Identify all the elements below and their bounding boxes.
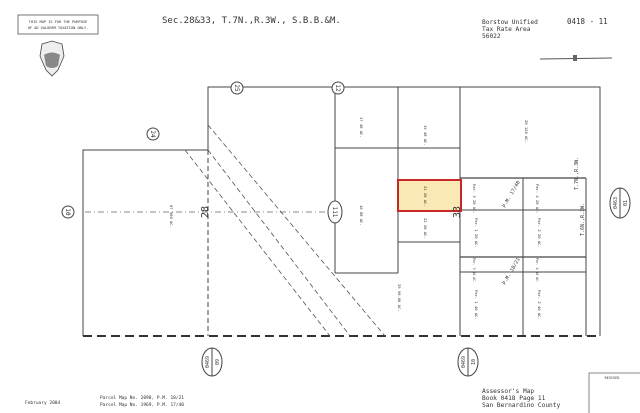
- circled-number: 24: [146, 127, 160, 141]
- section-number: 28: [200, 206, 211, 218]
- disclaimer-line2: OF AD VALOREM TAXATION ONLY.: [28, 26, 89, 30]
- road-easement-lines: [184, 124, 386, 337]
- district-line3: 56022: [482, 33, 501, 40]
- sub-parcel[interactable]: Par. 1 20 AC.: [474, 218, 479, 248]
- sub-parcel[interactable]: Par. 3 20 AC.: [472, 184, 477, 214]
- sub-parcel[interactable]: Par. 3 10 AC.: [472, 258, 476, 283]
- sub-parcel[interactable]: Par. 2 20 AC.: [537, 218, 542, 248]
- parcel-map-ref: P.M. 18/21: [502, 257, 522, 286]
- circled-number: 12: [331, 81, 345, 95]
- district-line2: Tax Rate Area: [482, 26, 531, 33]
- district-line1: Borstow Unified: [482, 19, 538, 26]
- svg-text:25: 25: [233, 84, 240, 92]
- adjacent-page-0469-10[interactable]: 0469 10: [457, 347, 479, 377]
- map-date: February 2004: [25, 400, 61, 406]
- township-label: T.7N.,R.3W.: [574, 157, 580, 190]
- parcel-20[interactable]: 20 120 AC.: [524, 120, 529, 143]
- svg-text:24: 24: [149, 130, 156, 138]
- sub-parcel[interactable]: Par. 4 20 AC.: [535, 184, 540, 214]
- svg-text:12: 12: [334, 84, 341, 92]
- adjacent-page-0463-01[interactable]: 0463 01: [609, 187, 631, 219]
- parcel-21[interactable]: 21 20 AC.: [423, 186, 428, 207]
- svg-text:0463: 0463: [613, 197, 619, 209]
- parcel-29[interactable]: 29 90.88 AC.: [397, 284, 402, 311]
- page-number: 0418 - 11: [567, 17, 608, 26]
- adjacent-page-0469-09[interactable]: 0469 09: [201, 347, 223, 377]
- disclaimer-box: [17, 14, 99, 35]
- assessor-line2: Book 0418 Page 11: [482, 395, 546, 402]
- assessor-line1: Assessor's Map: [482, 388, 534, 395]
- svg-text:0469: 0469: [461, 356, 467, 368]
- highlighted-parcel-21[interactable]: [397, 179, 462, 212]
- assessor-line3: San Bernardino County: [482, 402, 561, 409]
- svg-text:10: 10: [64, 208, 71, 216]
- section-number: 33: [452, 206, 463, 218]
- parcel-map-ref: P.M. 17/40: [502, 180, 522, 209]
- road-number-oval: 111: [327, 200, 343, 224]
- sub-parcel[interactable]: Par. 1 40 AC.: [474, 290, 479, 320]
- parcel-map-reference-1: Parcel Map No. 2098, P.M. 18/21: [100, 395, 184, 401]
- disclaimer-line1: THIS MAP IS FOR THE PURPOSE: [29, 20, 87, 24]
- parcel-map-reference-2: Parcel Map No. 1969, P.M. 17/40: [100, 402, 184, 408]
- svg-text:10: 10: [471, 359, 477, 365]
- parcel-07[interactable]: 07 560 AC.: [169, 205, 174, 228]
- svg-text:01: 01: [623, 200, 629, 206]
- township-label: T.6N.,R.3W.: [580, 203, 586, 236]
- circled-number: 25: [230, 81, 244, 95]
- circled-number: 10: [61, 205, 75, 219]
- parcel-boundaries: [82, 86, 601, 336]
- parcel-17[interactable]: 17 40 AC.: [359, 117, 364, 138]
- parcel-19[interactable]: 19 40 AC.: [423, 125, 428, 146]
- sub-parcel[interactable]: Par. 4 10 AC.: [535, 258, 539, 283]
- sub-parcel[interactable]: Par. 2 40 AC.: [537, 290, 542, 320]
- svg-text:09: 09: [215, 359, 221, 365]
- svg-text:0469: 0469: [205, 356, 211, 368]
- north-arrow-icon: [539, 55, 613, 61]
- revised-label: REVISED: [605, 376, 620, 380]
- parcel-22[interactable]: 22 20 AC.: [423, 218, 428, 239]
- svg-text:111: 111: [331, 207, 338, 218]
- map-title: Sec.28&33, T.7N.,R.3W., S.B.B.&M.: [162, 16, 341, 26]
- parcel-18[interactable]: 18 80 AC.: [359, 205, 364, 226]
- revised-box: [588, 372, 640, 413]
- county-seal-icon: [39, 40, 65, 77]
- parcel-labels: 17 40 AC. 18 80 AC. 19 40 AC. 20 120 AC.…: [169, 117, 542, 320]
